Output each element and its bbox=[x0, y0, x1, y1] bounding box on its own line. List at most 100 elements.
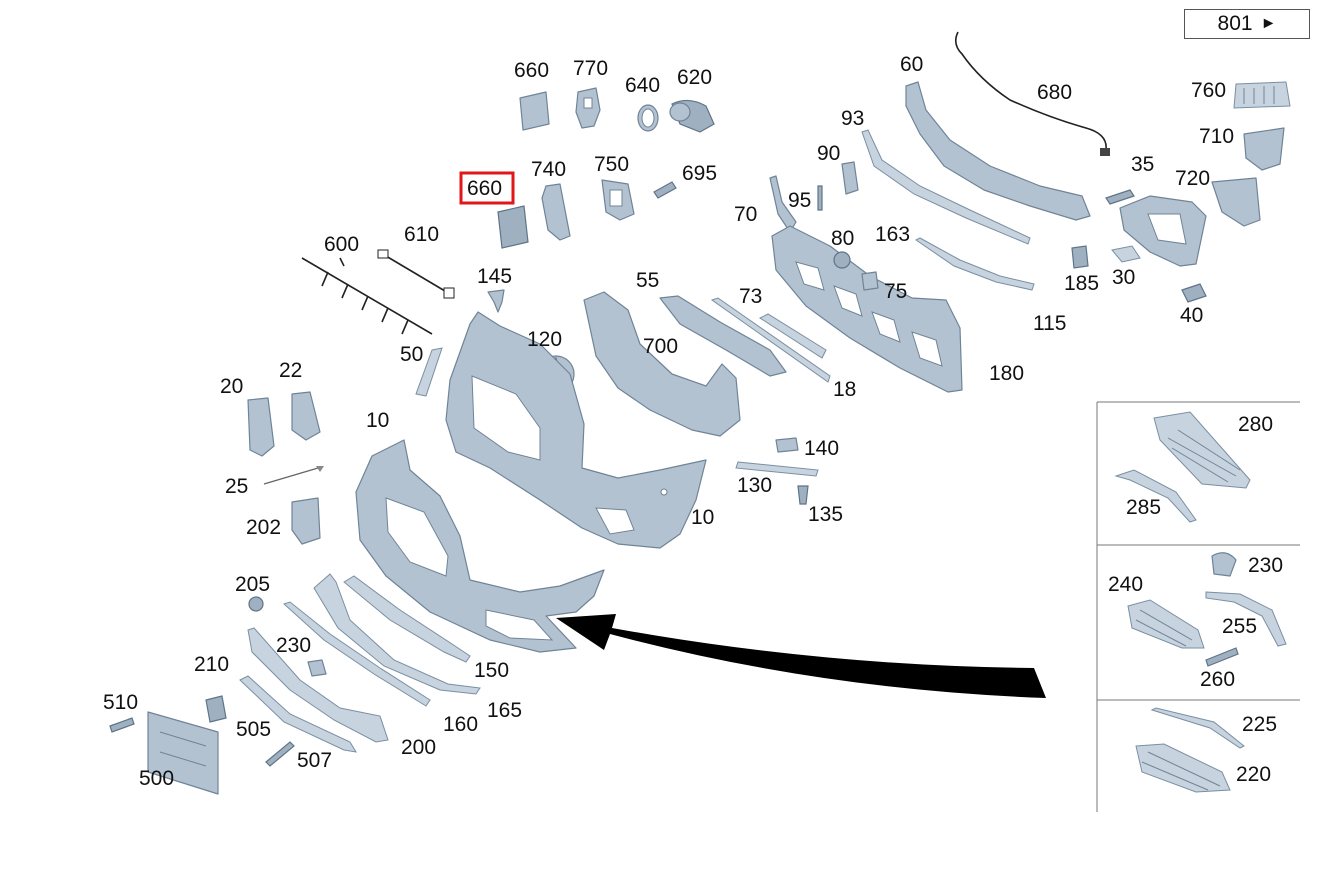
part-202[interactable] bbox=[291, 497, 321, 545]
part-40[interactable] bbox=[1181, 283, 1207, 303]
part-680-harness[interactable] bbox=[954, 31, 1110, 156]
label-660a[interactable]: 660 bbox=[514, 59, 549, 82]
label-130[interactable]: 130 bbox=[737, 474, 772, 497]
part-280-grille[interactable] bbox=[1153, 411, 1251, 489]
label-600[interactable]: 600 bbox=[324, 233, 359, 256]
label-230a[interactable]: 230 bbox=[276, 634, 311, 657]
part-185[interactable] bbox=[1071, 245, 1089, 269]
label-50[interactable]: 50 bbox=[400, 343, 423, 366]
part-80[interactable] bbox=[833, 251, 851, 269]
label-95[interactable]: 95 bbox=[788, 189, 811, 212]
part-22[interactable] bbox=[291, 391, 321, 441]
label-770[interactable]: 770 bbox=[573, 57, 608, 80]
label-700[interactable]: 700 bbox=[643, 335, 678, 358]
part-240-grille[interactable] bbox=[1127, 599, 1205, 649]
part-50-strip[interactable] bbox=[415, 347, 443, 397]
label-220[interactable]: 220 bbox=[1236, 763, 1271, 786]
part-660-module[interactable] bbox=[497, 205, 529, 249]
label-750[interactable]: 750 bbox=[594, 153, 629, 176]
label-93[interactable]: 93 bbox=[841, 107, 864, 130]
part-160-strip[interactable] bbox=[283, 601, 431, 707]
part-140[interactable] bbox=[775, 437, 799, 453]
label-507[interactable]: 507 bbox=[297, 749, 332, 772]
part-710[interactable] bbox=[1243, 127, 1285, 171]
label-30[interactable]: 30 bbox=[1112, 266, 1135, 289]
part-740[interactable] bbox=[541, 183, 571, 241]
part-620[interactable] bbox=[669, 99, 715, 133]
label-500[interactable]: 500 bbox=[139, 767, 174, 790]
label-185[interactable]: 185 bbox=[1064, 272, 1099, 295]
part-720[interactable] bbox=[1211, 177, 1261, 227]
label-25[interactable]: 25 bbox=[225, 475, 248, 498]
label-225[interactable]: 225 bbox=[1242, 713, 1277, 736]
label-35[interactable]: 35 bbox=[1131, 153, 1154, 176]
label-200[interactable]: 200 bbox=[401, 736, 436, 759]
label-140[interactable]: 140 bbox=[804, 437, 839, 460]
part-770[interactable] bbox=[575, 87, 601, 129]
label-90[interactable]: 90 bbox=[817, 142, 840, 165]
part-163-strip[interactable] bbox=[915, 237, 1035, 291]
label-695[interactable]: 695 bbox=[682, 162, 717, 185]
label-505[interactable]: 505 bbox=[236, 718, 271, 741]
part-25-rod[interactable] bbox=[263, 466, 324, 485]
label-260[interactable]: 260 bbox=[1200, 668, 1235, 691]
part-60-carrier[interactable] bbox=[905, 81, 1091, 221]
label-20[interactable]: 20 bbox=[220, 375, 243, 398]
label-660b[interactable]: 660 bbox=[467, 177, 502, 200]
part-90[interactable] bbox=[841, 161, 859, 195]
label-640[interactable]: 640 bbox=[625, 74, 660, 97]
label-160[interactable]: 160 bbox=[443, 713, 478, 736]
label-120[interactable]: 120 bbox=[527, 328, 562, 351]
label-240[interactable]: 240 bbox=[1108, 573, 1143, 596]
label-75[interactable]: 75 bbox=[884, 280, 907, 303]
label-22[interactable]: 22 bbox=[279, 359, 302, 382]
label-255[interactable]: 255 bbox=[1222, 615, 1257, 638]
part-75-strip[interactable] bbox=[758, 313, 827, 359]
part-695-screw[interactable] bbox=[653, 181, 677, 199]
part-150-strip[interactable] bbox=[343, 575, 471, 663]
part-75-grille-carrier[interactable] bbox=[771, 225, 963, 393]
label-180[interactable]: 180 bbox=[989, 362, 1024, 385]
part-230-clip[interactable] bbox=[307, 659, 327, 677]
label-760[interactable]: 760 bbox=[1191, 79, 1226, 102]
part-135[interactable] bbox=[797, 485, 809, 505]
label-230b[interactable]: 230 bbox=[1248, 554, 1283, 577]
part-750[interactable] bbox=[601, 179, 635, 221]
part-260-screw[interactable] bbox=[1205, 647, 1239, 667]
part-255-strip[interactable] bbox=[1205, 591, 1287, 647]
part-30-carrier[interactable] bbox=[1119, 195, 1207, 267]
label-210[interactable]: 210 bbox=[194, 653, 229, 676]
label-10b[interactable]: 10 bbox=[691, 506, 714, 529]
label-680[interactable]: 680 bbox=[1037, 81, 1072, 104]
label-610[interactable]: 610 bbox=[404, 223, 439, 246]
label-510[interactable]: 510 bbox=[103, 691, 138, 714]
part-225-strip[interactable] bbox=[1150, 707, 1245, 749]
part-165-strip[interactable] bbox=[313, 573, 481, 695]
part-20[interactable] bbox=[247, 397, 275, 457]
part-505-strip[interactable] bbox=[239, 675, 357, 753]
label-285[interactable]: 285 bbox=[1126, 496, 1161, 519]
part-55-bracket[interactable] bbox=[659, 295, 787, 377]
part-10-bumper-upper[interactable] bbox=[445, 311, 707, 549]
label-150[interactable]: 150 bbox=[474, 659, 509, 682]
part-700-carrier[interactable] bbox=[583, 291, 741, 437]
page-reference-button[interactable]: 801 ► bbox=[1184, 9, 1310, 39]
label-40[interactable]: 40 bbox=[1180, 304, 1203, 327]
part-130[interactable] bbox=[735, 461, 819, 477]
label-145[interactable]: 145 bbox=[477, 265, 512, 288]
label-165[interactable]: 165 bbox=[487, 699, 522, 722]
part-93-strip[interactable] bbox=[861, 129, 1031, 245]
part-760-grille[interactable] bbox=[1233, 81, 1291, 109]
part-285-strip[interactable] bbox=[1114, 469, 1197, 523]
label-202[interactable]: 202 bbox=[246, 516, 281, 539]
part-145-clip[interactable] bbox=[487, 289, 505, 313]
label-60[interactable]: 60 bbox=[900, 53, 923, 76]
part-500-plate[interactable] bbox=[147, 711, 219, 795]
label-55[interactable]: 55 bbox=[636, 269, 659, 292]
part-660-top[interactable] bbox=[519, 91, 550, 131]
label-710[interactable]: 710 bbox=[1199, 125, 1234, 148]
part-510-screw[interactable] bbox=[109, 717, 135, 733]
label-620[interactable]: 620 bbox=[677, 66, 712, 89]
label-73[interactable]: 73 bbox=[739, 285, 762, 308]
label-18[interactable]: 18 bbox=[833, 378, 856, 401]
